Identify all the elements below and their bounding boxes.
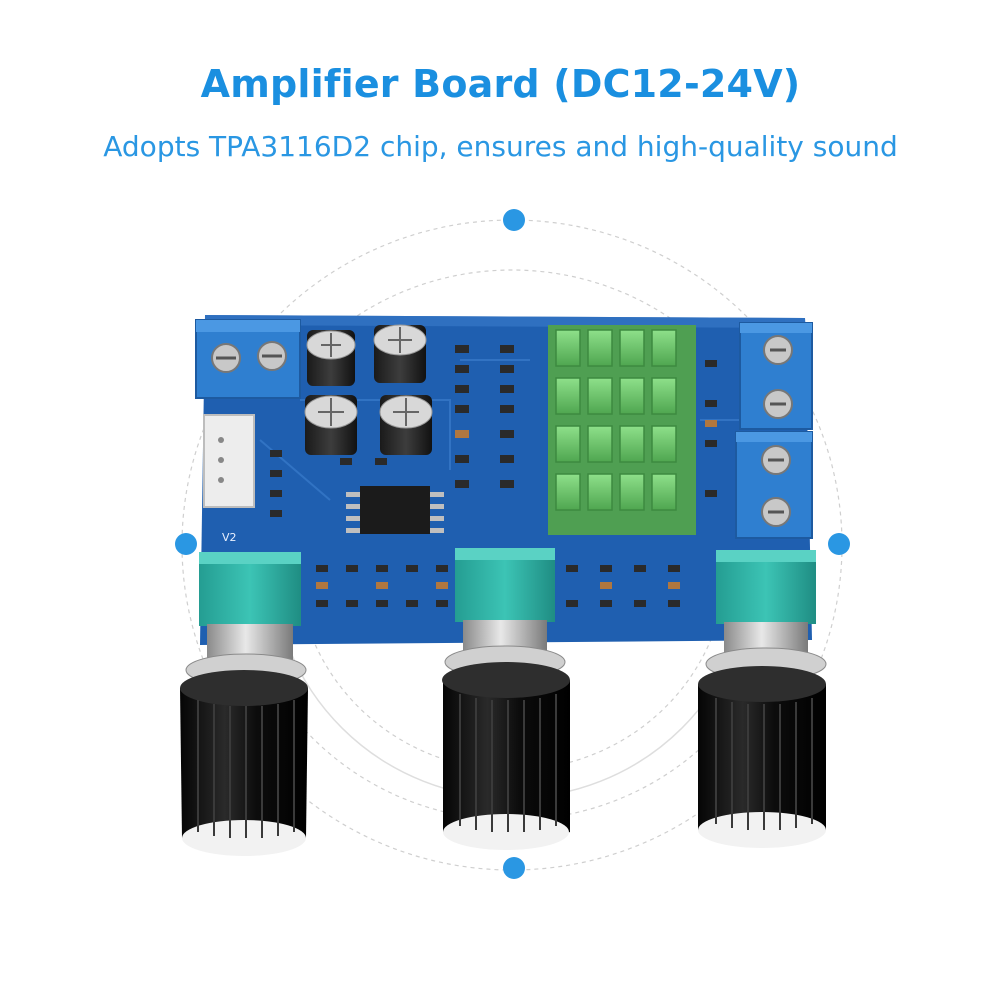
amplifier-ic-chip	[346, 486, 444, 534]
power-screw-terminal	[195, 319, 301, 399]
smd-components	[270, 345, 717, 607]
electrolytic-capacitors	[304, 324, 433, 455]
capacitor	[306, 330, 356, 386]
capacitor	[379, 395, 433, 455]
page-subtitle: Adopts TPA3116D2 chip, ensures and high-…	[103, 130, 898, 163]
potentiometer-center	[444, 548, 566, 679]
white-pin-header	[203, 414, 255, 508]
capacitor	[373, 324, 427, 383]
potentiometer-right	[705, 550, 827, 681]
silkscreen-label: V2	[222, 531, 237, 544]
heatsink	[548, 325, 696, 535]
smd-capacitors	[316, 420, 717, 589]
treble-knob-center	[442, 662, 570, 850]
bass-knob-right	[698, 666, 826, 848]
orbit-dot-right	[828, 533, 850, 555]
potentiometer-left	[185, 552, 307, 687]
orbit-dot-left	[175, 533, 197, 555]
orbit-dot-bottom	[503, 857, 525, 879]
orbit-dot-top	[503, 209, 525, 231]
capacitor	[304, 395, 358, 455]
volume-knob-left	[180, 670, 308, 856]
page-title: Amplifier Board (DC12-24V)	[200, 62, 801, 106]
speaker-screw-terminals	[735, 322, 813, 539]
